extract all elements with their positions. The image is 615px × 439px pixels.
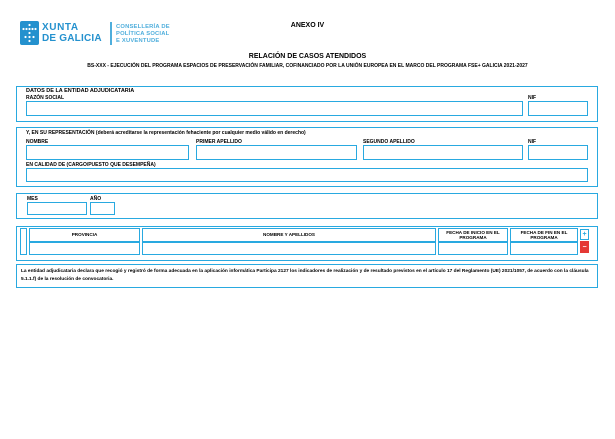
mes-input[interactable]	[27, 202, 87, 215]
entity-nif-input[interactable]	[528, 101, 588, 116]
xunta-logo-icon	[20, 21, 39, 45]
fecha-fin-header: FECHA DE FIN EN EL PROGRAMA	[510, 228, 578, 242]
logo-brand-line1: XUNTA	[42, 22, 79, 33]
entity-section-title: DATOS DE LA ENTIDAD ADJUDICATARIA	[26, 88, 135, 94]
add-row-button[interactable]: +	[580, 229, 589, 240]
logo-department-line1: CONSELLERÍA DE	[116, 24, 170, 30]
nombre-apellidos-cell-input[interactable]	[142, 242, 436, 255]
provincia-cell-input[interactable]	[29, 242, 140, 255]
segundo-apellido-label: SEGUNDO APELLIDO	[363, 139, 415, 145]
nombre-apellidos-header: NOMBRE Y APELLIDOS	[142, 228, 436, 242]
cargo-label: EN CALIDAD DE (CARGO/PUESTO QUE DESEMPEÑ…	[26, 162, 156, 168]
annex-label: ANEXO IV	[290, 22, 325, 29]
mes-label: MES	[27, 196, 38, 202]
primer-apellido-label: PRIMER APELLIDO	[196, 139, 242, 145]
representative-section-title: Y, EN SU REPRESENTACIÓN (deberá acredita…	[26, 130, 306, 136]
segundo-apellido-input[interactable]	[363, 145, 523, 160]
cargo-input[interactable]	[26, 168, 588, 182]
fecha-fin-cell-input[interactable]	[510, 242, 578, 255]
document-subtitle: BS-XXX - EJECUCIÓN DEL PROGRAMA ESPACIOS…	[87, 63, 528, 69]
fecha-inicio-header: FECHA DE INICIO EN EL PROGRAMA	[438, 228, 508, 242]
logo-divider	[110, 22, 112, 45]
logo-department-line3: E XUVENTUDE	[116, 38, 160, 44]
ano-label: AÑO	[90, 196, 102, 202]
document-title: RELACIÓN DE CASOS ATENDIDOS	[248, 53, 367, 60]
entity-nif-label: NIF	[528, 95, 537, 101]
representative-nif-input[interactable]	[528, 145, 588, 160]
nombre-label: NOMBRE	[26, 139, 49, 145]
declaration-box: La entidad adjudicataria declara que rec…	[16, 264, 598, 289]
ano-input[interactable]	[90, 202, 115, 215]
nombre-input[interactable]	[26, 145, 189, 160]
razon-social-label: RAZÓN SOCIAL	[26, 95, 65, 101]
logo-department-line2: POLÍTICA SOCIAL	[116, 31, 170, 37]
representative-nif-label: NIF	[528, 139, 537, 145]
provincia-header: PROVINCIA	[29, 228, 140, 242]
logo-brand-line2: DE GALICIA	[42, 33, 102, 44]
fecha-inicio-cell-input[interactable]	[438, 242, 508, 255]
razon-social-input[interactable]	[26, 101, 523, 116]
primer-apellido-input[interactable]	[196, 145, 357, 160]
row-number-column	[20, 228, 27, 255]
remove-row-button[interactable]: −	[580, 241, 589, 253]
